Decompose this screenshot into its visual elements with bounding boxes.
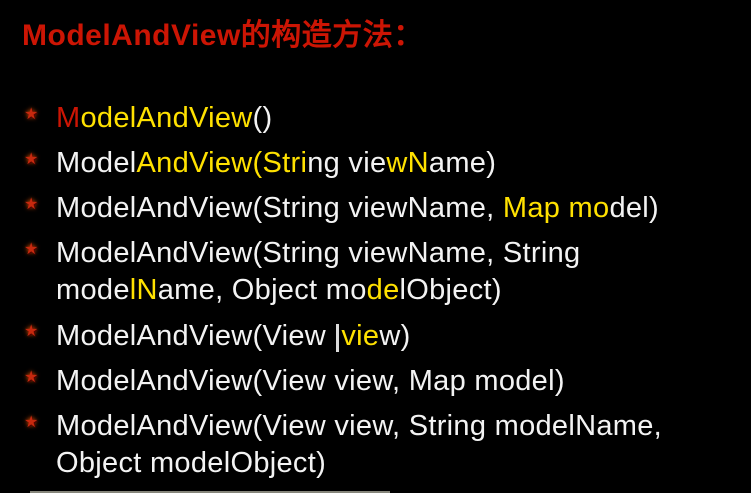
text-segment: ModelAndView(String viewName, String mod… bbox=[56, 237, 581, 306]
text-segment: M bbox=[56, 102, 81, 134]
star-bullet-icon: ★ bbox=[24, 151, 39, 168]
star-bullet-icon: ★ bbox=[24, 106, 39, 123]
bullet-text: ModelAndView() bbox=[56, 100, 272, 137]
text-segment: Model bbox=[56, 147, 137, 179]
list-item: ★ ModelAndView(String viewName, Map mode… bbox=[24, 190, 749, 227]
list-item: ★ ModelAndView(String viewName) bbox=[24, 145, 749, 182]
bullet-text: ModelAndView(View view, Map model) bbox=[56, 363, 565, 400]
text-segment: ng vie bbox=[307, 147, 387, 179]
bullet-text: ModelAndView(View view) bbox=[56, 317, 411, 355]
text-segment: w) bbox=[379, 320, 411, 352]
constructor-list: ★ ModelAndView() ★ ModelAndView(String v… bbox=[24, 100, 749, 490]
text-segment: wN bbox=[386, 147, 429, 179]
list-item: ★ ModelAndView(View view, Map model) bbox=[24, 363, 749, 400]
bullet-text: ModelAndView(String viewName) bbox=[56, 145, 496, 182]
star-bullet-icon: ★ bbox=[24, 369, 39, 386]
text-segment: () bbox=[252, 102, 273, 134]
text-segment: de bbox=[366, 274, 400, 306]
text-segment: ew bbox=[288, 320, 335, 352]
text-segment: lObject) bbox=[399, 274, 502, 306]
text-segment: Map mo bbox=[502, 192, 610, 224]
star-bullet-icon: ★ bbox=[24, 414, 39, 431]
bullet-text: ModelAndView(String viewName, Map model) bbox=[56, 190, 659, 227]
text-segment: AndView(Stri bbox=[136, 147, 308, 179]
text-segment: lN bbox=[129, 274, 158, 306]
text-segment: ModelAndView(View view, String modelName… bbox=[56, 410, 663, 479]
text-segment: ModelAndView(String viewName, bbox=[56, 192, 503, 224]
text-segment: ame, Object mo bbox=[157, 274, 367, 306]
list-item: ★ ModelAndView(String viewName, String m… bbox=[24, 235, 749, 309]
bullet-text: ModelAndView(String viewName, String mod… bbox=[56, 235, 746, 309]
list-item: ★ ModelAndView(View view, String modelNa… bbox=[24, 408, 749, 482]
text-segment: odelAndView bbox=[80, 102, 253, 134]
text-segment: del) bbox=[609, 192, 659, 224]
star-bullet-icon: ★ bbox=[24, 196, 39, 213]
text-segment: ModelAndView(View view, Map model) bbox=[56, 365, 565, 397]
list-item: ★ ModelAndView(View view) bbox=[24, 317, 749, 355]
slide-title: ModelAndView的构造方法： bbox=[22, 19, 424, 52]
text-segment: ModelAndView(Vi bbox=[56, 320, 289, 352]
star-bullet-icon: ★ bbox=[24, 323, 39, 340]
star-bullet-icon: ★ bbox=[24, 241, 39, 258]
bullet-text: ModelAndView(View view, String modelName… bbox=[56, 408, 746, 482]
bottom-edge-line bbox=[30, 491, 390, 493]
list-item: ★ ModelAndView() bbox=[24, 100, 749, 137]
text-cursor bbox=[336, 324, 340, 352]
text-segment: vie bbox=[341, 320, 380, 352]
text-segment: ame) bbox=[428, 147, 497, 179]
